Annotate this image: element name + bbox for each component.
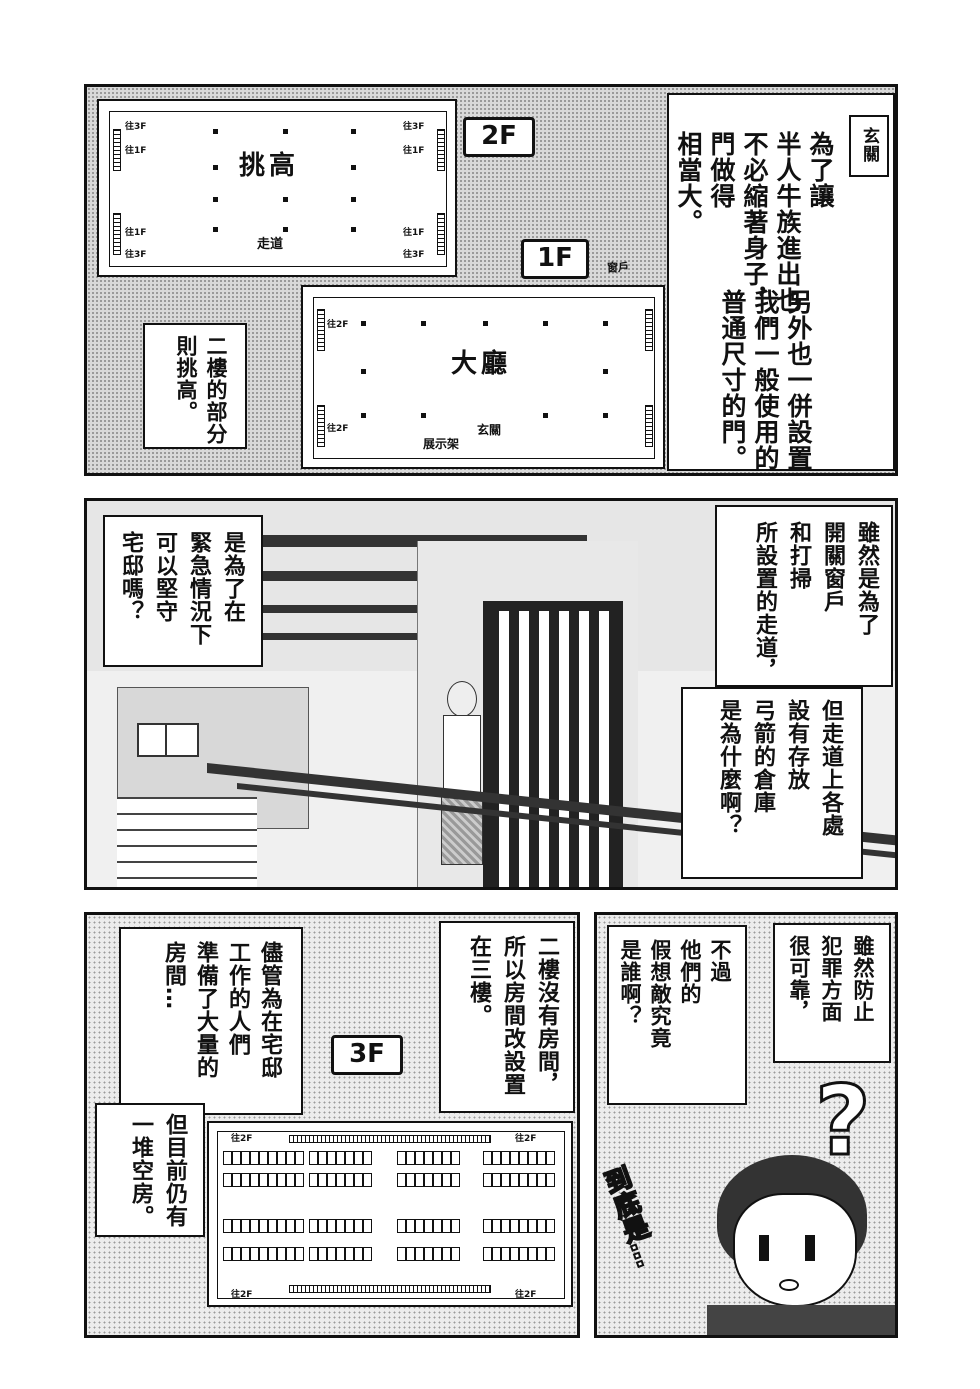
entrance-label: 玄關	[477, 423, 502, 437]
question-mark-sfx: ?	[814, 1064, 873, 1179]
window-label: 窗戶	[607, 261, 629, 274]
atrium-label: 挑高	[239, 151, 300, 181]
to-1f-label: 往1F	[125, 146, 147, 156]
caption-text: 但走道上各處 設有存放 弓箭的倉庫 是為什麼啊？	[716, 699, 843, 837]
panel-corridor-scene: 是為了在 緊急情況下 可以堅守 宅邸嗎？ 雖然是為了 開關窗戶 和打掃 所設置的…	[84, 498, 898, 890]
caption-text: 儘管為在宅邸 工作的人們 準備了大量的 房間…	[161, 941, 282, 1079]
panel-character-reaction: 雖然防止 犯罪方面 很可靠， 不過 他們的 假想敵究竟 是誰啊？ ? 到底是…	[594, 912, 898, 1338]
boy-character	[697, 1145, 895, 1335]
caption-box-b: 不過 他們的 假想敵究竟 是誰啊？	[607, 925, 747, 1105]
to-3f-label: 往3F	[125, 250, 147, 260]
to-1f-label: 往1F	[125, 228, 147, 238]
caption-box-right: 雖然是為了 開關窗戶 和打掃 所設置的走道，	[715, 505, 893, 687]
caption-text: 但目前仍有 一堆空房。	[128, 1113, 187, 1228]
corridor-label: 走道	[257, 237, 284, 252]
floor-tag-3f: 3F	[331, 1035, 403, 1075]
floor-plan-1f: 往2F 往2F 大廳 展示架 玄關	[301, 285, 665, 469]
girl-figure	[437, 681, 487, 887]
floor-tag-2f: 2F	[463, 117, 535, 157]
to-3f-label: 往3F	[125, 122, 147, 132]
caption-box-a: 雖然防止 犯罪方面 很可靠，	[773, 923, 891, 1063]
caption-box-b: 但目前仍有 一堆空房。	[95, 1103, 205, 1237]
to-1f-label: 往1F	[403, 228, 425, 238]
hall-label: 大廳	[451, 349, 512, 379]
caption-text: 是為了在 緊急情況下 可以堅守 宅邸嗎？	[118, 531, 245, 646]
panel-floor-plan-1f-2f: 往3F 往1F 往1F 往3F 往3F 往1F 往1F 往3F 挑高 走道 2F…	[84, 84, 898, 476]
caption-box-a: 儘管為在宅邸 工作的人們 準備了大量的 房間…	[119, 927, 303, 1115]
to-2f-label: 往2F	[231, 1290, 253, 1300]
caption-text: 另外也一併設置 我們一般使用的 普通尺寸的門。	[718, 289, 813, 471]
entrance-tag-box: 玄關	[849, 115, 889, 177]
to-2f-label: 往2F	[515, 1290, 537, 1300]
caption-text: 為了讓 半人牛族進出也 不必縮著身子， 門做得 相當大。	[674, 131, 835, 313]
caption-text: 二樓沒有房間， 所以房間改設置 在三樓。	[466, 935, 559, 1096]
panel-floor-plan-3f: 儘管為在宅邸 工作的人們 準備了大量的 房間… 但目前仍有 一堆空房。 二樓沒有…	[84, 912, 580, 1338]
caption-text: 雖然防止 犯罪方面 很可靠，	[787, 935, 875, 1023]
display-shelf-label: 展示架	[423, 437, 460, 451]
to-2f-label: 往2F	[327, 320, 349, 330]
caption-box-left: 是為了在 緊急情況下 可以堅守 宅邸嗎？	[103, 515, 263, 667]
caption-text: 玄關	[859, 127, 879, 163]
caption-box-right-2: 另外也一併設置 我們一般使用的 普通尺寸的門。	[691, 283, 821, 471]
caption-box-left: 二樓的部分 則挑高。	[143, 323, 247, 449]
floor-plan-3f: 往2F 往2F 往2F 往2F	[207, 1121, 573, 1307]
to-2f-label: 往2F	[515, 1134, 537, 1144]
to-3f-label: 往3F	[403, 250, 425, 260]
caption-text: 二樓的部分 則挑高。	[174, 335, 228, 445]
caption-text: 雖然是為了 開關窗戶 和打掃 所設置的走道，	[752, 521, 879, 682]
to-3f-label: 往3F	[403, 122, 425, 132]
floor-tag-1f: 1F	[521, 239, 589, 279]
to-2f-label: 往2F	[231, 1134, 253, 1144]
caption-text: 不過 他們的 假想敵究竟 是誰啊？	[618, 939, 732, 1049]
floor-plan-2f: 往3F 往1F 往1F 往3F 往3F 往1F 往1F 往3F 挑高 走道	[97, 99, 457, 277]
caption-box-c: 二樓沒有房間， 所以房間改設置 在三樓。	[439, 921, 575, 1113]
to-2f-label: 往2F	[327, 424, 349, 434]
to-1f-label: 往1F	[403, 146, 425, 156]
caption-box-right-2: 但走道上各處 設有存放 弓箭的倉庫 是為什麼啊？	[681, 687, 863, 879]
exclamation-sfx: 到底是…	[597, 1162, 662, 1272]
